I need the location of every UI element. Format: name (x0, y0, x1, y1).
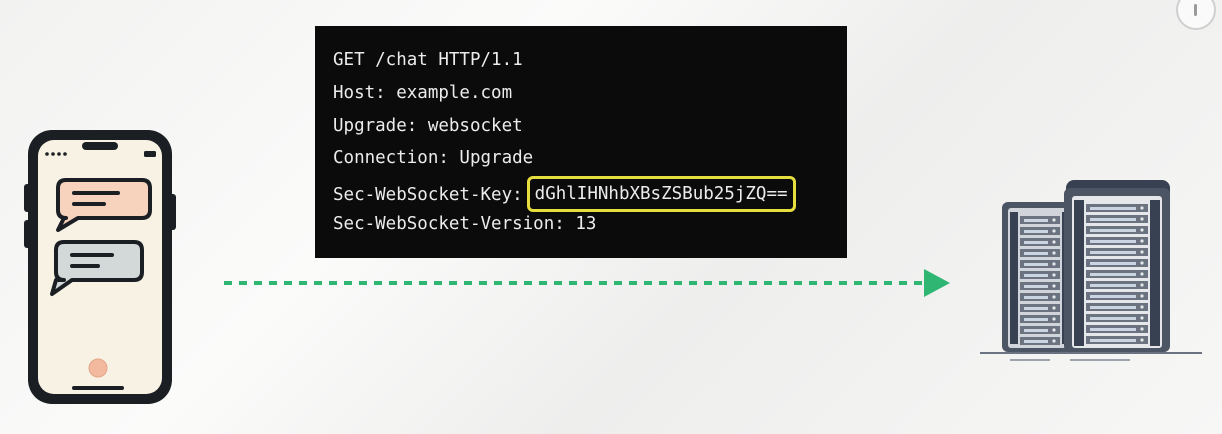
websocket-version-header: Sec-WebSocket-Version: 13 (333, 214, 597, 234)
info-icon[interactable] (1176, 0, 1216, 30)
websocket-key-value: dGhlIHNhbXBsZSBub25jZQ== (526, 176, 796, 212)
server-rack-icon (980, 180, 1202, 361)
chat-bubble-icon (56, 178, 152, 232)
websocket-key-label: Sec-WebSocket-Key: (333, 185, 523, 205)
chat-bubble-icon (50, 240, 144, 296)
info-icon-bar (1194, 4, 1197, 16)
host-header: Host: example.com (333, 83, 513, 103)
upgrade-header: Upgrade: websocket (333, 116, 523, 136)
smartphone-icon (24, 130, 176, 404)
http-request-panel: GET /chat HTTP/1.1 Host: example.com Upg… (315, 26, 847, 258)
dashed-arrow-icon (224, 269, 950, 297)
websocket-key-header: Sec-WebSocket-Key:dGhlIHNhbXBsZSBub25jZQ… (333, 176, 796, 212)
request-line: GET /chat HTTP/1.1 (333, 50, 523, 70)
connection-header: Connection: Upgrade (333, 148, 534, 168)
